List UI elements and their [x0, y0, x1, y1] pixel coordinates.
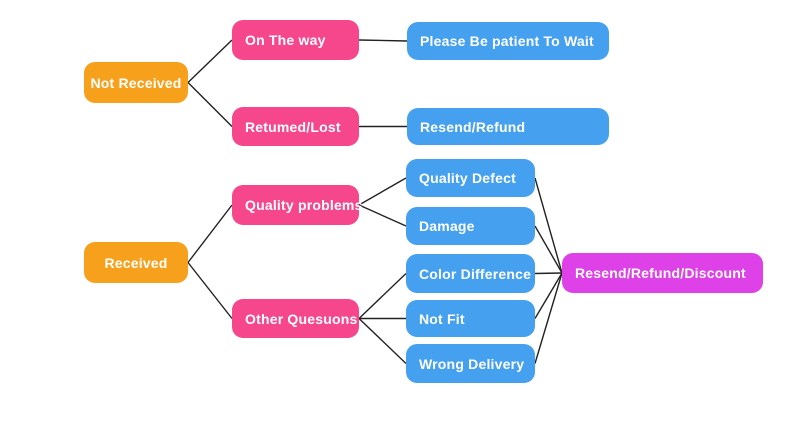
node-wrong-delivery: Wrong Delivery	[406, 344, 535, 383]
node-quality-defect: Quality Defect	[406, 159, 535, 197]
node-label: Wrong Delivery	[419, 355, 525, 372]
connector-line	[358, 204, 407, 227]
node-label: Resend/Refund	[420, 118, 526, 135]
node-label: Damage	[419, 218, 475, 234]
node-label: Not Received	[90, 74, 182, 91]
node-label: Quality problems	[245, 197, 363, 213]
connector-line	[358, 177, 407, 206]
node-color-difference: Color Difference	[406, 254, 535, 293]
connector-line	[534, 177, 563, 274]
node-quality-problems: Quality problems	[232, 185, 362, 225]
connector-line	[358, 39, 408, 42]
node-received: Received	[84, 242, 188, 283]
node-on-the-way: On The way	[232, 20, 359, 60]
node-not-received: Not Received	[84, 62, 188, 103]
node-label: Color Difference	[419, 265, 532, 282]
connector-line	[534, 272, 563, 275]
node-label: Quality Defect	[419, 170, 516, 186]
connector-line	[187, 204, 233, 263]
connector-line	[534, 225, 563, 274]
connector-line	[358, 317, 407, 365]
connector-line	[534, 272, 563, 364]
connector-line	[187, 39, 233, 84]
node-label: Resend/Refund/Discount	[575, 265, 746, 281]
node-resend-refund: Resend/Refund	[407, 108, 609, 145]
node-please-be-patient-to-wait: Please Be patient To Wait	[407, 22, 609, 60]
node-label: On The way	[245, 32, 326, 48]
node-label: Not Fit	[419, 310, 465, 327]
node-returned-lost: Retumed/Lost	[232, 107, 359, 146]
connector-line	[187, 262, 233, 319]
node-other-questions: Other Quesuons	[232, 299, 359, 338]
node-label: Please Be patient To Wait	[420, 33, 594, 49]
node-label: Received	[104, 254, 168, 271]
node-label: Retumed/Lost	[245, 118, 341, 135]
node-resend-refund-discount: Resend/Refund/Discount	[562, 253, 763, 293]
connector-line	[358, 272, 407, 320]
connector-line	[534, 272, 563, 319]
node-not-fit: Not Fit	[406, 300, 535, 337]
connector-line	[187, 82, 233, 127]
node-damage: Damage	[406, 207, 535, 245]
node-label: Other Quesuons	[245, 310, 358, 327]
